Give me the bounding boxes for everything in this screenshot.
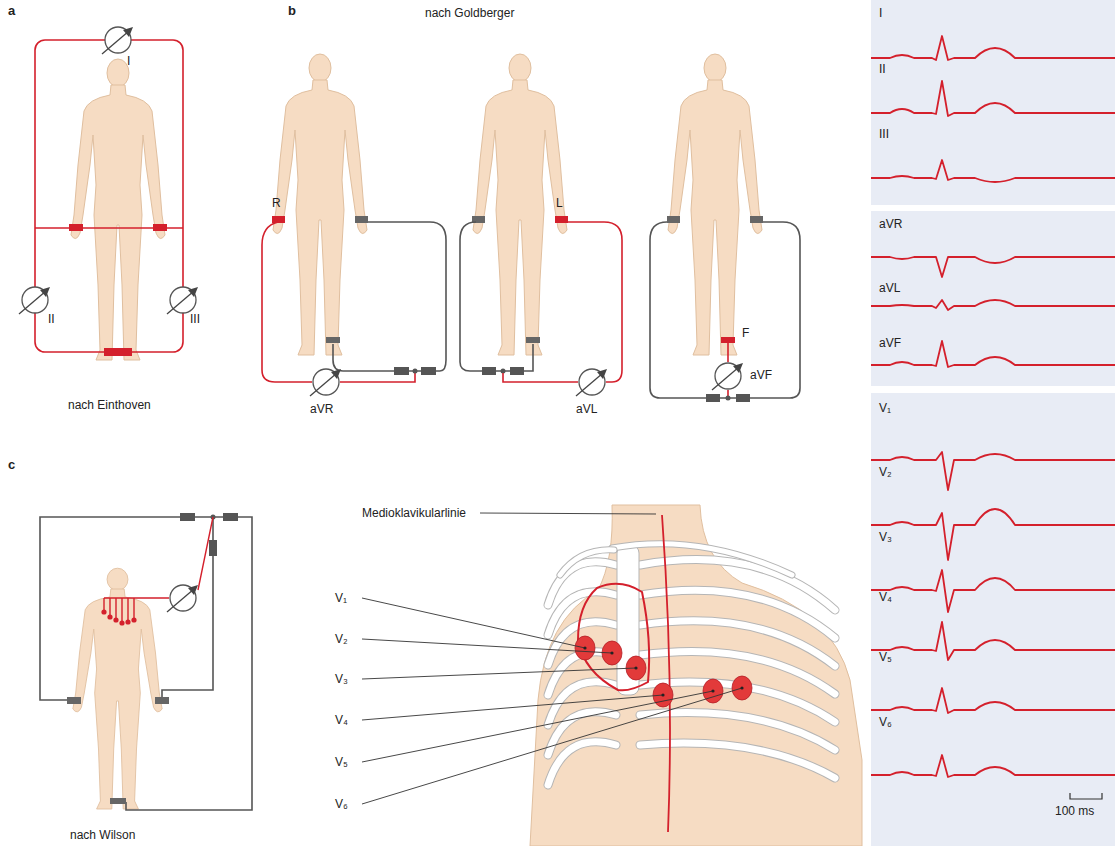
lead-name: III: [879, 127, 889, 141]
ecg-panel: IIIIII: [871, 0, 1115, 205]
ecg-traces: [871, 36, 1115, 777]
electrode-name: V₄: [335, 713, 348, 727]
rib: [548, 712, 616, 755]
lead-name: V₄: [879, 590, 892, 604]
rib: [640, 560, 835, 610]
lead-name: aVF: [879, 336, 901, 350]
lead-name: V₂: [879, 465, 892, 479]
electrode-name: R: [272, 196, 281, 210]
lead-name: II: [879, 62, 886, 76]
rib: [548, 562, 616, 605]
ecg-trace: [871, 622, 1115, 660]
electrode-name: V₂: [335, 632, 348, 646]
rib: [640, 590, 835, 638]
rib: [548, 742, 616, 785]
rib: [548, 562, 616, 605]
lead-name: I: [127, 54, 130, 68]
electrode-name: L: [556, 196, 563, 210]
lead-name: V₅: [879, 650, 892, 664]
rib: [548, 712, 616, 755]
electrode-name: F: [742, 326, 749, 340]
ecg-trace: [871, 300, 1115, 310]
ecg-trace: [871, 341, 1115, 367]
rib: [640, 590, 835, 638]
ecg-trace: [871, 81, 1115, 116]
lead-name: aVL: [576, 402, 597, 416]
caption: nach Einthoven: [68, 398, 151, 412]
lead-name: V₁: [879, 401, 891, 415]
caption: nach Goldberger: [425, 6, 514, 20]
ecg-trace: [871, 570, 1115, 612]
rib: [548, 742, 616, 785]
ecg-trace: [871, 160, 1115, 182]
ecg-trace: [871, 257, 1115, 277]
panel-letter: a: [8, 4, 15, 18]
ecg-trace: [871, 452, 1115, 490]
lead-name: aVR: [879, 217, 902, 231]
ecg-trace: [871, 36, 1115, 60]
lead-name: V₆: [879, 715, 892, 729]
rib: [640, 560, 835, 610]
lead-name: aVR: [310, 402, 333, 416]
line-name: Medioklavikularlinie: [362, 506, 466, 520]
lead-name: aVL: [879, 281, 900, 295]
ecg-trace: [871, 509, 1115, 560]
ecg-trace: [871, 688, 1115, 713]
electrode-name: V₆: [335, 797, 348, 811]
lead-name: III: [190, 312, 200, 326]
lead-name: II: [48, 312, 55, 326]
lead-name: aVF: [750, 368, 772, 382]
electrode-name: V₅: [335, 755, 348, 769]
rib-cage: [548, 560, 835, 785]
panel-letter: c: [8, 458, 15, 472]
lead-name: I: [879, 6, 882, 20]
scale-label: 100 ms: [1055, 804, 1094, 818]
ecg-panel: aVR aVL aVF: [871, 211, 1115, 386]
electrode-name: V₃: [335, 672, 348, 686]
electrode-name: V₁: [335, 591, 347, 605]
ecg-panel: V₁ V₂ V₃ V₄ V₅ V₆ 100 ms: [871, 393, 1115, 846]
caption: nach Wilson: [70, 828, 135, 842]
lead-name: V₃: [879, 530, 892, 544]
panel-letter: b: [288, 4, 296, 18]
ecg-trace: [871, 755, 1115, 777]
